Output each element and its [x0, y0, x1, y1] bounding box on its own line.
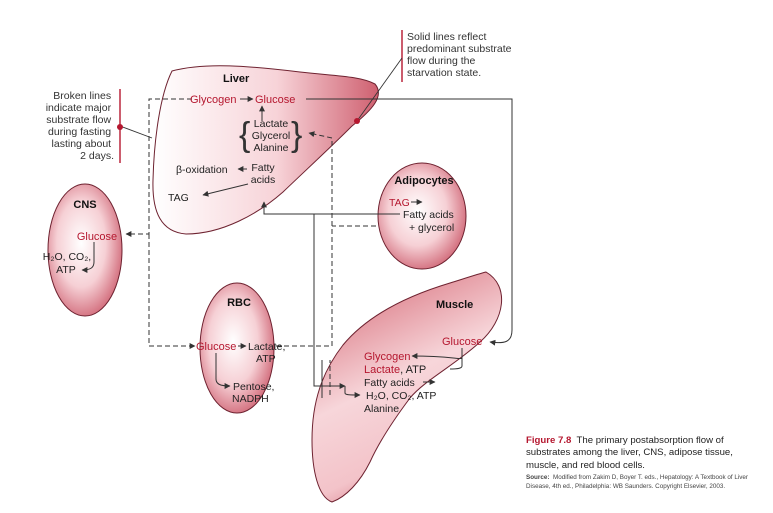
solid-flows — [81, 96, 513, 398]
figure-caption: Figure 7.8 The primary postabsorption fl… — [526, 435, 766, 472]
liver-glycerol: Glycerol — [252, 130, 291, 142]
liver-alanine: Alanine — [253, 142, 288, 154]
rbc-pentose: Pentose, — [233, 381, 274, 393]
cns-shape — [47, 183, 123, 317]
muscle-products: H₂O, CO₂, ATP — [366, 390, 436, 402]
source-text: Modified from Zakim D, Boyer T. eds., He… — [526, 474, 749, 490]
fatty-acids-to-muscle — [313, 214, 346, 389]
solid-note-line-2: predominant substrate — [407, 43, 512, 55]
rbc-atp: ATP — [256, 353, 276, 365]
adipocytes-glycerol: + glycerol — [409, 222, 454, 234]
rbc-nadph: NADPH — [232, 393, 269, 405]
dashed-flows — [125, 98, 376, 395]
liver-beta-oxidation: β-oxidation — [176, 164, 228, 176]
svg-text:Solid lines reflect pred: Solid lines reflect predominant substrat… — [407, 31, 514, 79]
liver-glycogen: Glycogen — [190, 94, 236, 106]
adipocytes-fatty-acids-to-liver — [261, 201, 400, 215]
figure-source: Source: Modified from Zakim D, Boyer T. … — [526, 474, 766, 491]
solid-note-line-1: Solid lines reflect — [407, 31, 486, 43]
cns-products-line-2: ATP — [56, 264, 76, 276]
solid-note-line-3: flow during the — [407, 55, 475, 67]
solid-lines-note: Solid lines reflect predominant substrat… — [354, 30, 514, 124]
muscle-glycogen: Glycogen — [364, 351, 410, 363]
liver-glucose-to-muscle — [306, 98, 513, 346]
cns-glucose: Glucose — [77, 231, 117, 243]
broken-lines-note: Broken lines indicate major substrate fl… — [46, 89, 153, 163]
adipocytes-tag: TAG — [389, 197, 410, 209]
muscle-fatty-acids-to-products — [344, 386, 361, 398]
muscle-shape — [311, 271, 502, 503]
broken-note-line-5: lasting about — [52, 138, 112, 150]
muscle-fatty-acids: Fatty acids — [364, 377, 415, 389]
liver-title: Liver — [223, 73, 250, 85]
broken-note-line-6: 2 days. — [80, 150, 114, 162]
broken-note-line-2: indicate major — [46, 102, 112, 114]
figure-number: Figure 7.8 — [526, 435, 572, 446]
rbc-lactate: Lactate, — [248, 341, 285, 353]
muscle-lactate-line: Lactate, ATP — [364, 364, 426, 376]
muscle-title: Muscle — [436, 299, 473, 311]
cns-products-line-1: H₂O, CO₂, — [43, 251, 91, 263]
muscle-glucose-to-lactate — [449, 358, 463, 370]
svg-text:Broken lines indicate ma: Broken lines indicate major substrate fl… — [46, 90, 114, 162]
adipocytes-fatty-acids: Fatty acids — [403, 209, 454, 221]
liver-brace-right: } — [291, 116, 302, 154]
dash-to-rbc — [148, 234, 196, 349]
rbc-title: RBC — [227, 297, 251, 309]
liver-glucose: Glucose — [255, 94, 295, 106]
muscle-lactate: Lactate — [364, 364, 400, 376]
broken-note-line-4: during fasting — [48, 126, 111, 138]
rbc-glucose-to-pentose — [215, 353, 231, 389]
rbc-shape — [199, 282, 275, 414]
broken-note-line-3: substrate flow — [46, 114, 111, 126]
cns-title: CNS — [73, 199, 96, 211]
adipocytes-title: Adipocytes — [394, 175, 453, 187]
solid-note-line-4: starvation state. — [407, 67, 481, 79]
dash-rbc-lactate-up — [276, 131, 333, 347]
liver-acids: acids — [251, 174, 276, 186]
liver-brace-left: { — [239, 116, 250, 154]
broken-note-line-1: Broken lines — [53, 90, 111, 102]
liver-tag: TAG — [168, 192, 189, 204]
caption-text: The primary postabsorption flow of subst… — [526, 435, 733, 471]
fatty-acids-to-tag — [202, 183, 249, 197]
liver-fatty: Fatty — [251, 162, 275, 174]
muscle-glucose: Glucose — [442, 336, 482, 348]
muscle-alanine: Alanine — [364, 403, 399, 415]
liver-shape — [152, 65, 379, 235]
source-label: Source: — [526, 474, 550, 481]
liver-lactate: Lactate — [254, 118, 289, 130]
muscle-atp: , ATP — [400, 364, 426, 376]
rbc-glucose: Glucose — [196, 341, 236, 353]
cns-glucose-to-products — [81, 242, 95, 273]
adipocytes-shape — [377, 162, 467, 270]
